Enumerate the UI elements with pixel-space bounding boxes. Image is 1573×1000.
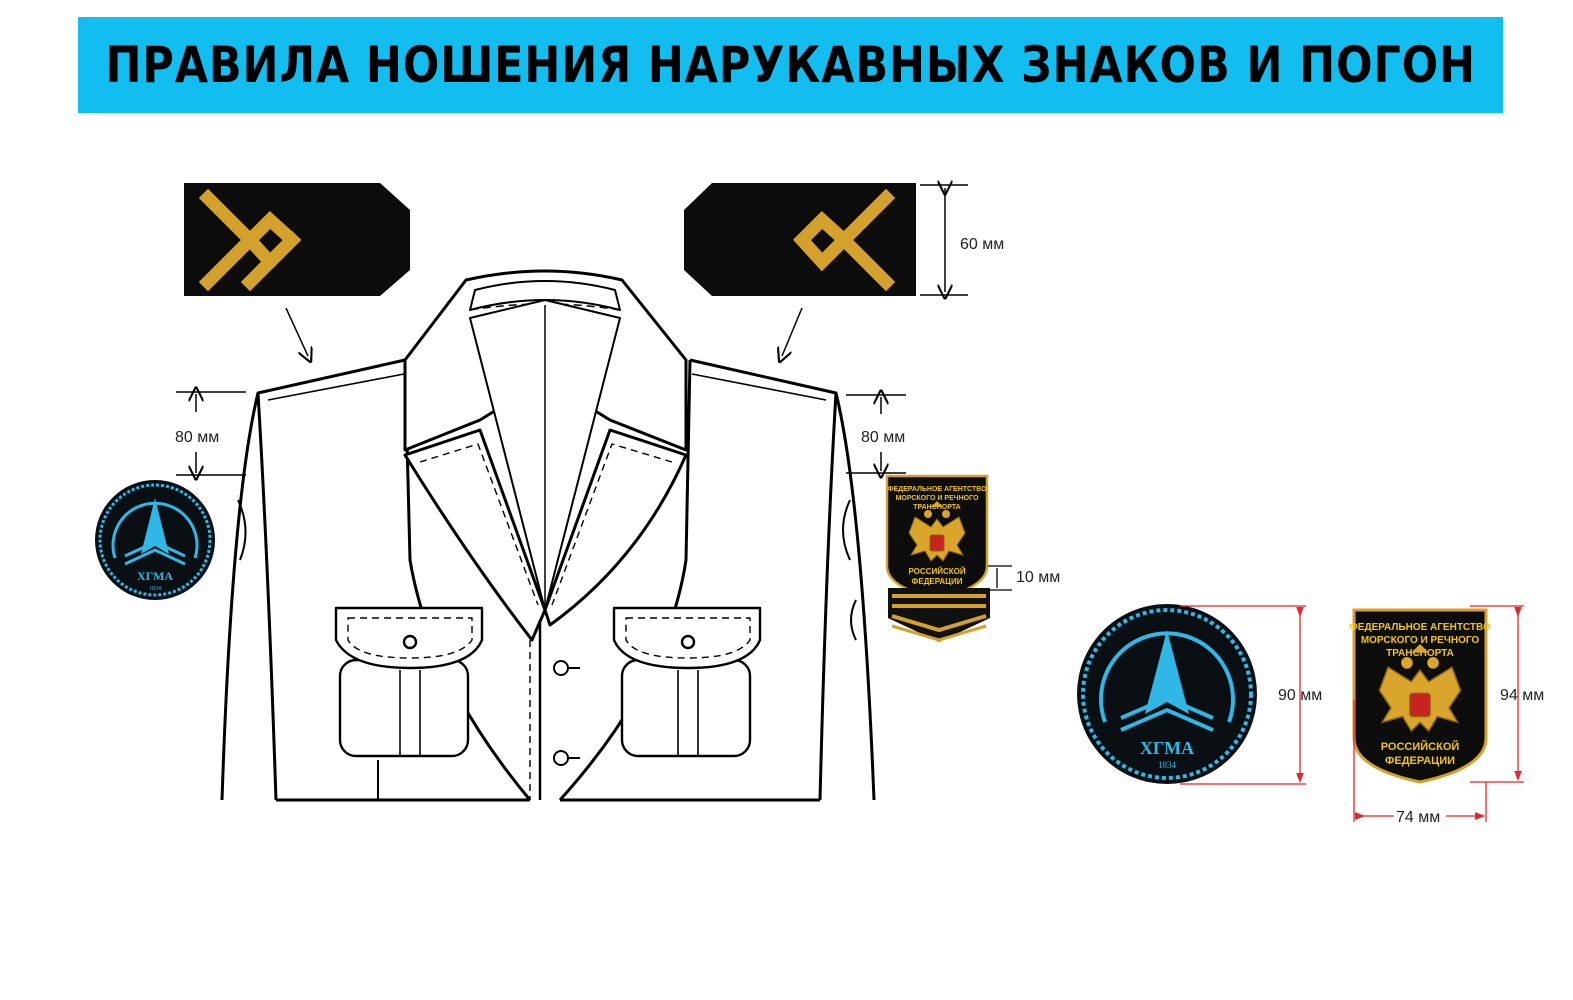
right-offset-label: 80 мм xyxy=(861,429,905,446)
shield-patch-small: ФЕДЕРАЛЬНОЕ АГЕНТСТВО МОРСКОГО И РЕЧНОГО… xyxy=(885,474,989,600)
round-patch-large-name: ХГМА xyxy=(1140,738,1194,758)
title-banner: ПРАВИЛА НОШЕНИЯ НАРУКАВНЫХ ЗНАКОВ И ПОГО… xyxy=(78,17,1503,113)
shield-height-label: 94 мм xyxy=(1500,687,1544,704)
shield-small-line4: РОССИЙСКОЙ xyxy=(908,567,965,576)
shield-large-line4: РОССИЙСКОЙ xyxy=(1381,740,1460,753)
left-offset-label: 80 мм xyxy=(175,429,219,446)
shield-patch-large: ФЕДЕРАЛЬНОЕ АГЕНТСТВО МОРСКОГО И РЕЧНОГО… xyxy=(1349,608,1491,784)
right-pocket xyxy=(612,606,762,758)
left-pocket xyxy=(334,606,484,800)
jacket-left-lapel xyxy=(403,428,547,642)
shield-small-line1: ФЕДЕРАЛЬНОЕ АГЕНТСТВО xyxy=(887,486,987,493)
epaulette-height-dimension xyxy=(920,185,968,295)
shield-large-line2: МОРСКОГО И РЕЧНОГО xyxy=(1361,635,1480,646)
chevron-gap-dimension xyxy=(988,565,1012,591)
shield-small-line3: ТРАНСПОРТА xyxy=(913,504,960,511)
left-epaulette xyxy=(184,183,410,296)
jacket-drawing xyxy=(220,269,876,802)
shield-height-dimension xyxy=(1353,605,1524,822)
epaulette-height-label: 60 мм xyxy=(960,236,1004,253)
jacket-left-body xyxy=(220,358,532,802)
round-patch-dimension xyxy=(1180,605,1306,785)
round-patch-small-year: 1834 xyxy=(149,586,161,592)
shield-large-line5: ФЕДЕРАЦИИ xyxy=(1385,755,1455,767)
right-epaulette xyxy=(684,183,916,296)
shield-large-line3: ТРАНСПОРТА xyxy=(1386,648,1454,659)
right-offset-dimension xyxy=(846,395,906,473)
left-epaulette-arrow xyxy=(285,307,308,356)
round-patch-large-year: 1834 xyxy=(1158,760,1177,770)
shield-small-line5: ФЕДЕРАЦИИ xyxy=(912,577,963,586)
round-patch-large: ХГМА 1834 xyxy=(1077,604,1257,784)
right-epaulette-arrow xyxy=(782,307,803,356)
page-title: ПРАВИЛА НОШЕНИЯ НАРУКАВНЫХ ЗНАКОВ И ПОГО… xyxy=(105,36,1476,94)
jacket-right-lapel xyxy=(543,428,688,627)
left-offset-dimension xyxy=(176,392,246,475)
shield-width-label: 74 мм xyxy=(1396,809,1440,826)
sleeve-chevrons xyxy=(888,588,990,642)
shield-small-line2: МОРСКОГО И РЕЧНОГО xyxy=(896,495,979,502)
round-patch-size-label: 90 мм xyxy=(1278,687,1322,704)
round-patch-small-name: ХГМА xyxy=(137,569,173,583)
jacket-right-body xyxy=(558,358,876,802)
jacket-buttons xyxy=(553,660,580,766)
round-patch-small: ХГМА 1834 xyxy=(95,480,215,600)
shield-large-line1: ФЕДЕРАЛЬНОЕ АГЕНТСТВО xyxy=(1349,622,1491,633)
chevron-gap-label: 10 мм xyxy=(1016,569,1060,586)
